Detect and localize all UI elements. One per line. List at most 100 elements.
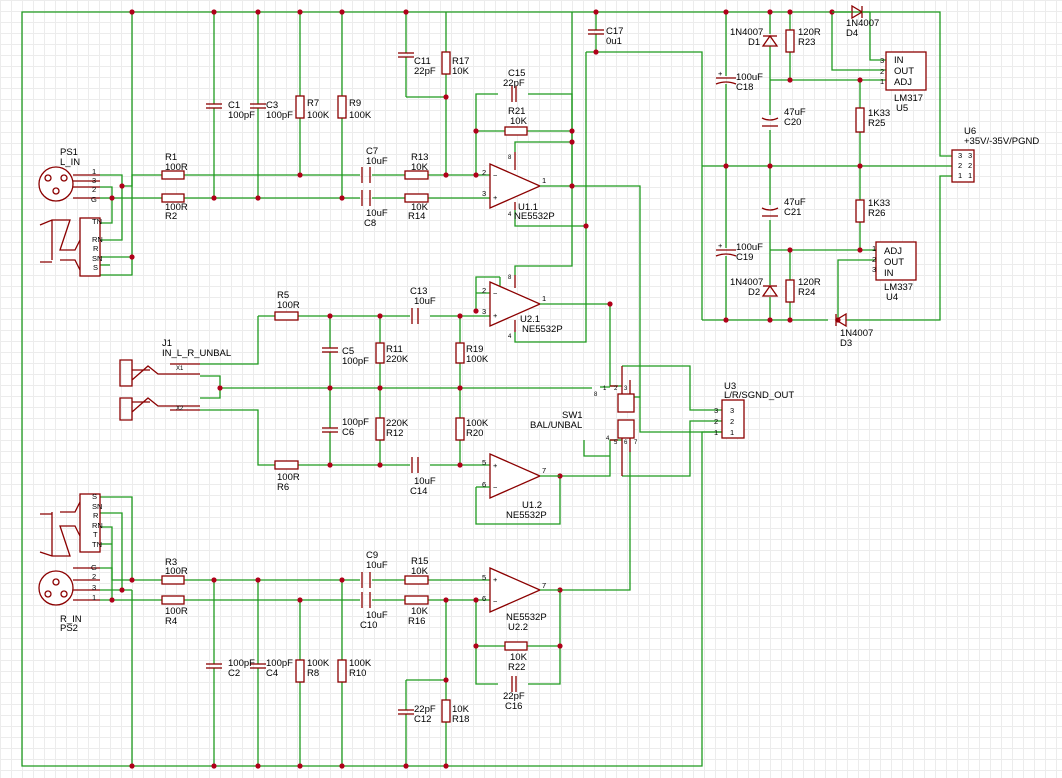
resistor-r1: [161, 170, 185, 180]
label-labels-r23v: 120R: [798, 27, 821, 38]
label-labels-c15: C15: [508, 68, 525, 79]
label-labels-u21: U2.1: [520, 314, 540, 325]
resistor-r3: [161, 575, 185, 585]
label-labels-c2: C2: [228, 668, 240, 679]
label-labels-c5v: 100pF: [342, 356, 369, 367]
label-labels-pin5: 5: [614, 440, 618, 446]
resistor-r21: [504, 126, 528, 136]
label-labels-pin1: 1: [880, 77, 884, 86]
svg-text:+: +: [718, 69, 723, 78]
label-labels-r23: R23: [798, 37, 815, 48]
label-labels-c9v: 10uF: [366, 560, 388, 571]
label-labels-u3: U3: [724, 381, 736, 392]
label-labels-pin3: 3: [968, 151, 972, 160]
regulator-u5: [885, 51, 927, 91]
label-labels-r1: R1: [165, 152, 177, 163]
label-labels-c19: C19: [736, 252, 753, 263]
label-labels-pin1: 1: [542, 176, 546, 185]
resistor-r10: [337, 659, 347, 683]
label-labels-r20v: 100K: [466, 418, 489, 429]
label-labels-c6: C6: [342, 427, 354, 438]
label-labels-c1v: 100pF: [228, 110, 255, 121]
label-labels-trs-pins-r: R: [93, 511, 99, 520]
resistor-r26: [855, 199, 865, 223]
resistor-r4: [161, 595, 185, 605]
label-labels-xlr-pins-p3: 3: [92, 583, 96, 592]
svg-text:−: −: [493, 171, 498, 180]
diode-d4: [832, 4, 870, 20]
label-labels-trs-pins-tn: TN: [92, 217, 102, 226]
label-labels-u22: U2.2: [508, 622, 528, 633]
label-labels-r9: R9: [349, 98, 361, 109]
resistor-r24: [785, 279, 795, 303]
label-labels-d4: D4: [846, 28, 858, 39]
label-labels-pin1: 1: [958, 171, 962, 180]
label-labels-trs-pins-s: S: [92, 492, 97, 501]
trs-jack-ps1: [39, 217, 101, 277]
resistor-r16: [404, 595, 429, 605]
xlr-connector-ps1: [38, 166, 100, 202]
opamp-u2-2: +−: [489, 567, 560, 613]
regulator-u4: [875, 241, 917, 281]
resistor-r12: [375, 417, 385, 441]
label-labels-r15: R15: [411, 556, 428, 567]
label-labels-r2v: 100R: [165, 202, 188, 213]
label-labels-u12: U1.2: [522, 500, 542, 511]
label-labels-pin6: 6: [482, 480, 486, 489]
label-labels-r7: R7: [307, 98, 319, 109]
label-labels-r12v: 220K: [386, 418, 409, 429]
label-labels-pin1: 1: [542, 294, 546, 303]
resistor-r11: [375, 342, 385, 364]
label-labels-c4v: 100pF: [266, 658, 293, 669]
label-labels-trs-pins-t: T: [93, 530, 98, 539]
ps2-ref: R_IN: [60, 614, 82, 625]
label-labels-pin3: 3: [958, 151, 962, 160]
label-labels-c14v: 10uF: [414, 476, 436, 487]
label-labels-r1v: 100R: [165, 162, 188, 173]
label-labels-u4: U4: [886, 292, 898, 303]
resistor-r22: [504, 641, 528, 651]
label-labels-r15v: 10K: [411, 566, 429, 577]
label-labels-r25v: 1K33: [868, 108, 890, 119]
label-labels-u5v: LM317: [894, 93, 923, 104]
label-labels-u22v: NE5532P: [506, 612, 547, 623]
label-labels-r22: R22: [508, 662, 525, 673]
label-labels-pin1: 1: [603, 386, 607, 392]
label-labels-pin8: 8: [508, 155, 512, 161]
label-labels-pin2: 2: [880, 67, 884, 76]
label-labels-r26: R26: [868, 208, 885, 219]
label-labels-c20v: 47uF: [784, 107, 806, 118]
resistor-r13: [404, 170, 429, 180]
label-labels-r6v: 100R: [277, 472, 300, 483]
label-labels-c16v: 22pF: [503, 691, 525, 702]
label-labels-j1v: IN_L_R_UNBAL: [162, 348, 231, 359]
label-labels-r17: R17: [452, 56, 469, 67]
label-labels-r17v: 10K: [452, 66, 470, 77]
resistor-r14: [404, 193, 429, 203]
connector-u6: [951, 149, 975, 183]
label-labels-pin4: 4: [508, 334, 512, 340]
label-labels-pin3: 3: [482, 189, 486, 198]
label-labels-c4: C4: [266, 668, 278, 679]
label-labels-r21v: 10K: [510, 116, 528, 127]
label-labels-trs-pins-rn: RN: [92, 521, 103, 530]
resistor-r5: [274, 311, 299, 321]
label-labels-c7: C7: [366, 146, 378, 157]
label-labels-r6: R6: [277, 482, 289, 493]
label-labels-pin6: 6: [482, 594, 486, 603]
label-labels-r9v: 100K: [349, 110, 372, 121]
label-labels-pin1: 1: [968, 171, 972, 180]
svg-text:−: −: [493, 597, 498, 606]
label-labels-r16: R16: [408, 616, 425, 627]
label-labels-c6v: 100pF: [342, 417, 369, 428]
xlr-connector-ps2: [38, 567, 100, 606]
label-labels-pin2: 2: [482, 286, 486, 295]
label-labels-pin1: 1: [714, 428, 718, 437]
label-labels-r22v: 10K: [510, 652, 528, 663]
label-labels-c8: C8: [364, 218, 376, 229]
svg-text:−: −: [493, 483, 498, 492]
label-labels-u21v: NE5532P: [522, 324, 563, 335]
